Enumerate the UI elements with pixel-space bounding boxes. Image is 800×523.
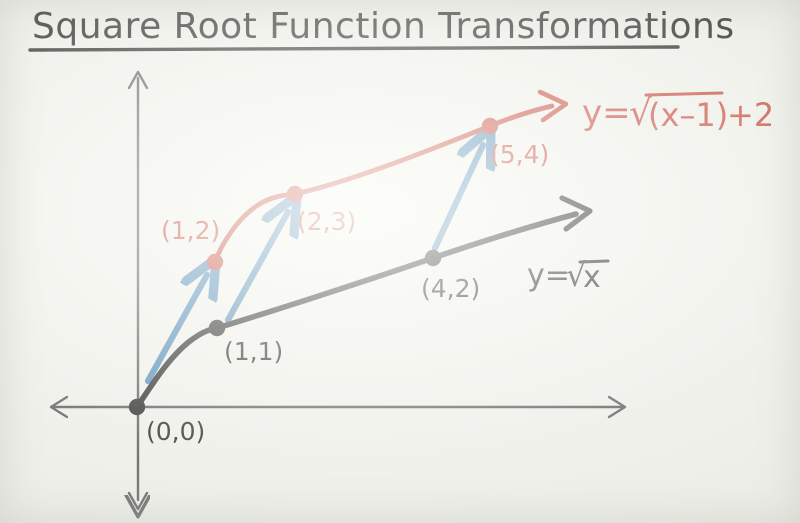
radical-bar-red	[644, 91, 724, 97]
page-title: Square Root Function Transformations	[32, 6, 735, 47]
equation-red-transformed: y= √ (x–1) +2	[582, 91, 774, 134]
label-point-5-4: (5,4)	[490, 140, 549, 169]
label-point-2-3: (2,3)	[297, 207, 356, 236]
title-underline	[28, 45, 680, 52]
label-point-1-1: (1,1)	[224, 337, 283, 366]
equation-black-sqrt-x: y= √ x	[527, 256, 610, 295]
equation-red-lhs: y=	[582, 93, 631, 133]
label-point-1-2: (1,2)	[161, 216, 220, 245]
equation-black-lhs: y=	[527, 258, 570, 293]
equation-red-radicand: (x–1)	[648, 96, 728, 134]
equation-black-radicand: x	[583, 260, 601, 295]
label-point-0-0: (0,0)	[146, 417, 205, 446]
equation-red-tail: +2	[727, 96, 774, 134]
label-point-4-2: (4,2)	[421, 274, 480, 303]
